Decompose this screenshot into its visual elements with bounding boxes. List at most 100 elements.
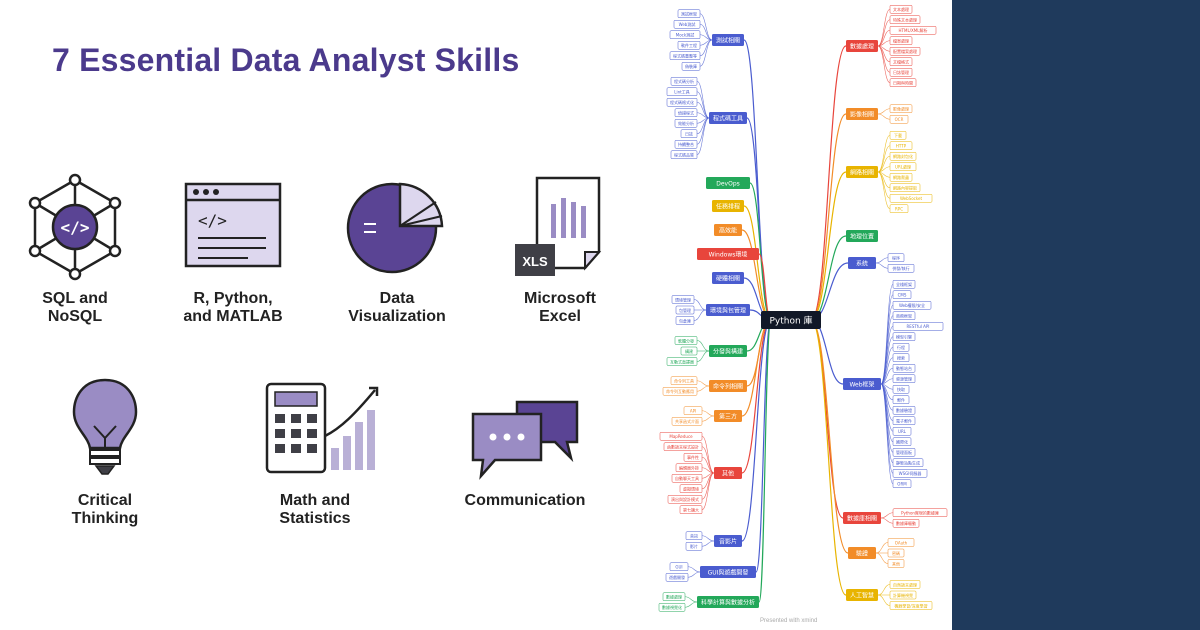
branch-node[interactable] xyxy=(846,230,878,242)
leaf-node[interactable] xyxy=(683,406,703,415)
leaf-node[interactable] xyxy=(892,395,910,404)
leaf-node[interactable] xyxy=(675,463,703,472)
leaf-node[interactable] xyxy=(685,542,703,551)
leaf-node[interactable] xyxy=(892,469,928,478)
leaf-node[interactable] xyxy=(889,173,913,182)
leaf-node[interactable] xyxy=(892,406,916,415)
leaf-node[interactable] xyxy=(889,590,917,600)
leaf-node[interactable] xyxy=(892,479,912,488)
branch-node[interactable] xyxy=(848,257,876,269)
leaf-node[interactable] xyxy=(892,519,920,528)
leaf-node[interactable] xyxy=(892,437,912,446)
leaf-node[interactable] xyxy=(887,559,905,568)
leaf-node[interactable] xyxy=(674,336,698,345)
leaf-node[interactable] xyxy=(892,374,916,383)
leaf-node[interactable] xyxy=(892,364,916,373)
leaf-node[interactable] xyxy=(889,580,921,589)
leaf-node[interactable] xyxy=(677,41,701,50)
leaf-node[interactable] xyxy=(889,47,921,56)
leaf-node[interactable] xyxy=(892,290,912,299)
mindmap-center-node[interactable] xyxy=(761,311,821,329)
leaf-node[interactable] xyxy=(892,416,916,425)
leaf-node[interactable] xyxy=(674,140,698,149)
leaf-node[interactable] xyxy=(674,108,698,117)
leaf-node[interactable] xyxy=(680,346,698,356)
leaf-node[interactable] xyxy=(889,194,933,203)
leaf-node[interactable] xyxy=(889,104,913,113)
branch-node[interactable] xyxy=(714,410,742,422)
leaf-node[interactable] xyxy=(889,183,921,192)
leaf-node[interactable] xyxy=(892,311,916,320)
leaf-node[interactable] xyxy=(662,387,698,396)
branch-node[interactable] xyxy=(846,40,878,52)
leaf-node[interactable] xyxy=(671,474,703,483)
leaf-node[interactable] xyxy=(892,332,916,341)
leaf-node[interactable] xyxy=(662,592,686,601)
leaf-node[interactable] xyxy=(663,442,703,451)
leaf-node[interactable] xyxy=(892,322,944,331)
branch-node[interactable] xyxy=(709,345,747,357)
leaf-node[interactable] xyxy=(887,264,915,273)
leaf-node[interactable] xyxy=(892,353,910,362)
leaf-node[interactable] xyxy=(671,417,703,426)
branch-node[interactable] xyxy=(714,224,742,236)
leaf-node[interactable] xyxy=(889,601,933,610)
leaf-node[interactable] xyxy=(889,68,913,77)
leaf-node[interactable] xyxy=(679,484,703,493)
leaf-node[interactable] xyxy=(892,508,948,517)
leaf-node[interactable] xyxy=(670,77,698,86)
branch-node[interactable] xyxy=(714,467,742,479)
branch-node[interactable] xyxy=(843,512,881,524)
leaf-node[interactable] xyxy=(887,538,915,547)
leaf-node[interactable] xyxy=(889,5,913,14)
leaf-node[interactable] xyxy=(680,129,698,138)
leaf-node[interactable] xyxy=(892,458,924,467)
branch-node[interactable] xyxy=(712,272,744,284)
leaf-node[interactable] xyxy=(892,448,916,457)
leaf-node[interactable] xyxy=(671,295,695,304)
branch-node[interactable] xyxy=(706,304,750,316)
leaf-node[interactable] xyxy=(887,253,905,262)
leaf-node[interactable] xyxy=(892,280,916,289)
leaf-node[interactable] xyxy=(889,115,909,124)
leaf-node[interactable] xyxy=(666,357,698,366)
branch-node[interactable] xyxy=(700,566,756,578)
branch-node[interactable] xyxy=(712,34,744,46)
leaf-node[interactable] xyxy=(685,531,703,540)
leaf-node[interactable] xyxy=(679,505,703,514)
leaf-node[interactable] xyxy=(889,78,917,87)
branch-node[interactable] xyxy=(709,112,747,124)
leaf-node[interactable] xyxy=(889,141,913,150)
leaf-node[interactable] xyxy=(889,131,907,140)
leaf-node[interactable] xyxy=(670,150,698,159)
branch-node[interactable] xyxy=(706,177,750,189)
leaf-node[interactable] xyxy=(892,427,912,436)
leaf-node[interactable] xyxy=(889,26,937,35)
branch-node[interactable] xyxy=(697,596,759,608)
leaf-node[interactable] xyxy=(683,453,703,462)
leaf-node[interactable] xyxy=(670,376,698,385)
leaf-node[interactable] xyxy=(887,548,905,558)
branch-node[interactable] xyxy=(846,589,878,601)
leaf-node[interactable] xyxy=(658,603,686,612)
leaf-node[interactable] xyxy=(889,204,909,213)
leaf-node[interactable] xyxy=(667,495,703,504)
branch-node[interactable] xyxy=(712,200,744,212)
leaf-node[interactable] xyxy=(665,573,689,582)
leaf-node[interactable] xyxy=(659,432,703,441)
branch-node[interactable] xyxy=(709,380,747,392)
branch-node[interactable] xyxy=(714,535,742,547)
leaf-node[interactable] xyxy=(889,57,913,66)
leaf-node[interactable] xyxy=(892,385,910,394)
leaf-node[interactable] xyxy=(892,343,910,352)
leaf-node[interactable] xyxy=(675,316,695,325)
branch-node[interactable] xyxy=(848,547,876,559)
leaf-node[interactable] xyxy=(889,15,921,24)
leaf-node[interactable] xyxy=(677,9,701,18)
leaf-node[interactable] xyxy=(681,62,701,71)
leaf-node[interactable] xyxy=(889,36,913,45)
leaf-node[interactable] xyxy=(892,301,932,310)
leaf-node[interactable] xyxy=(666,87,698,96)
leaf-node[interactable] xyxy=(669,562,689,571)
branch-node[interactable] xyxy=(846,108,878,120)
